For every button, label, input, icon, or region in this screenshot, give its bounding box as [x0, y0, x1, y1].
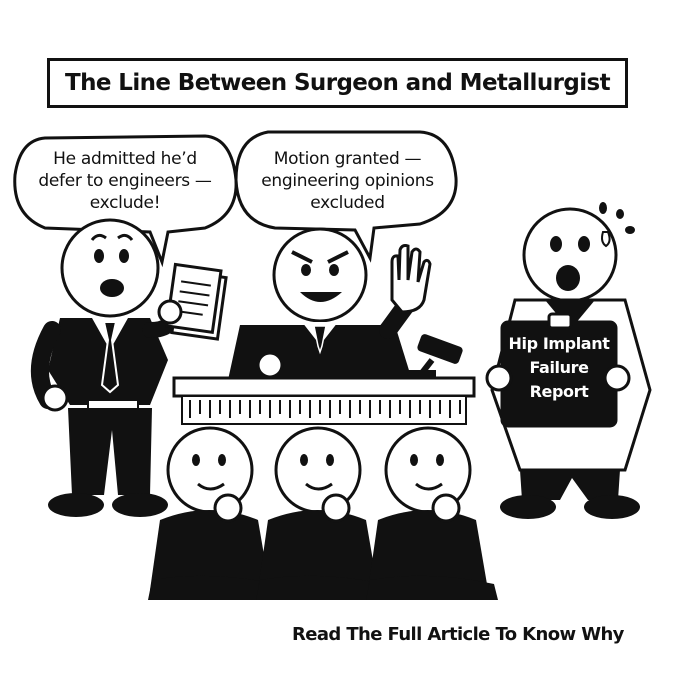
raised-hand-icon — [390, 244, 432, 314]
speech-left-line: exclude! — [89, 193, 161, 213]
cartoon-title: The Line Between Surgeon and Metallurgis… — [65, 70, 611, 96]
clipboard-line: Hip Implant — [508, 334, 610, 353]
speech-left-text: He admitted he’d defer to engineers — ex… — [20, 148, 230, 214]
speech-judge-line: engineering opinions — [261, 171, 434, 191]
judge-figure — [228, 227, 463, 380]
speech-judge-text: Motion granted — engineering opinions ex… — [240, 148, 455, 214]
juror-2 — [256, 426, 388, 600]
speech-judge-line: Motion granted — — [273, 149, 422, 169]
gavel-icon — [400, 334, 463, 380]
speech-judge-line: excluded — [310, 193, 385, 213]
clipboard-label: Hip Implant Failure Report — [500, 332, 618, 404]
judge-bench — [172, 376, 476, 425]
footer-caption: Read The Full Article To Know Why — [292, 624, 624, 645]
speech-left-line: He admitted he’d — [53, 149, 197, 169]
sweat-drops-icon — [599, 202, 635, 234]
attorney-figure — [30, 200, 228, 517]
speech-left-line: defer to engineers — — [38, 171, 212, 191]
speech-bubble-attorney — [13, 134, 238, 268]
speech-bubble-judge — [234, 130, 458, 263]
juror-3 — [366, 426, 498, 600]
expert-figure — [485, 202, 652, 519]
clipboard-line: Failure — [529, 358, 589, 377]
juror-1 — [148, 426, 280, 600]
title-box: The Line Between Surgeon and Metallurgis… — [47, 58, 628, 108]
clipboard-line: Report — [529, 382, 589, 401]
